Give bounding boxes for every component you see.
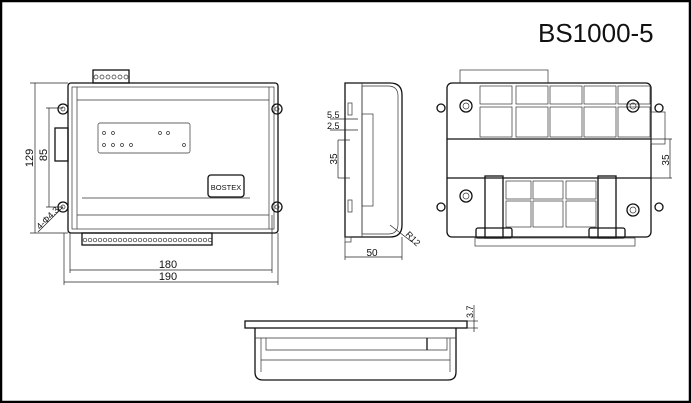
din-clip: [475, 175, 626, 239]
depth-dimension: 50: [366, 248, 378, 259]
mount-hole: [271, 103, 283, 115]
mount-hole: [271, 201, 283, 213]
outer-width-dimension: 190: [159, 271, 177, 283]
back-view: 35: [436, 69, 672, 247]
top-terminal-block: [92, 69, 130, 84]
front-view: BOSTEX 129 85 4-Φ4.3 180 190: [24, 69, 283, 285]
left-terminal-block: [54, 127, 69, 162]
front-body: [67, 82, 279, 234]
back-top-terminals: [459, 69, 549, 84]
radius-dimension: R12: [404, 229, 423, 248]
side-rail-dimension: 35: [329, 153, 340, 165]
led-panel: [97, 122, 191, 154]
hole-dimension: 4-Φ4.3: [34, 205, 61, 232]
logo-plate: [207, 174, 245, 198]
brand-logo: BOSTEX: [211, 183, 241, 192]
side-view: 5.5 2.5 35 R12 50: [327, 82, 423, 260]
flange-dimension: 3.7: [465, 305, 475, 318]
bottom-view: 3.7: [244, 305, 478, 381]
back-rail-dimension: 35: [661, 154, 672, 166]
height-dimension: 129: [24, 149, 36, 167]
hole-spacing-dimension: 85: [38, 149, 50, 161]
inner-width-dimension: 180: [159, 259, 177, 271]
dim-2-5: 2.5: [327, 121, 340, 131]
mount-hole: [57, 103, 69, 115]
dim-5-5: 5.5: [327, 110, 340, 120]
model-title: BS1000-5: [538, 18, 654, 48]
